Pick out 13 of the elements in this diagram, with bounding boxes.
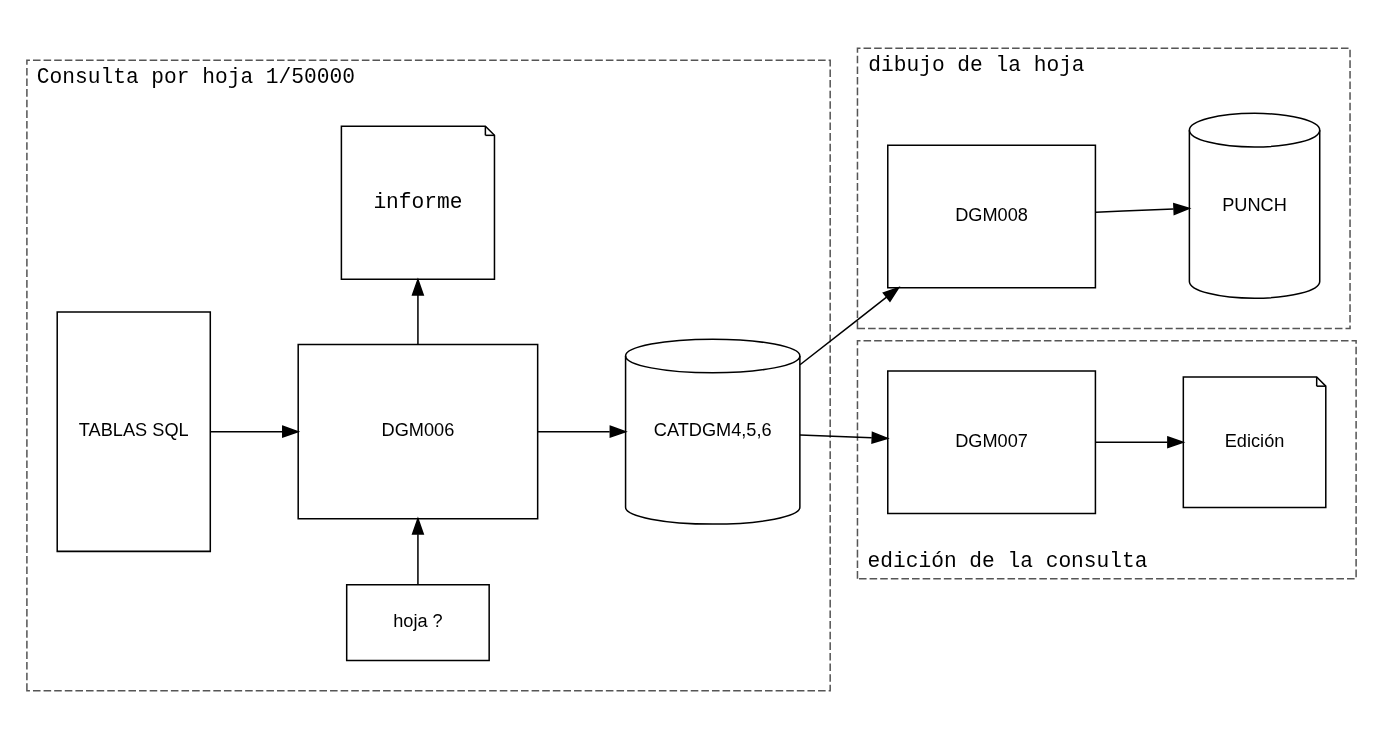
node-box: TABLAS SQL xyxy=(56,311,212,553)
node-box: DGM007 xyxy=(887,370,1097,515)
node-box: DGM006 xyxy=(297,343,539,520)
node-box: DGM008 xyxy=(887,144,1097,289)
arrow xyxy=(1095,435,1186,449)
node-box: hoja ? xyxy=(345,583,490,662)
arrow xyxy=(411,277,425,346)
arrow xyxy=(1095,202,1192,216)
arrow xyxy=(536,425,628,439)
arrow xyxy=(799,286,901,366)
arrow xyxy=(209,425,301,439)
arrow xyxy=(411,516,425,586)
arrow xyxy=(799,431,890,445)
